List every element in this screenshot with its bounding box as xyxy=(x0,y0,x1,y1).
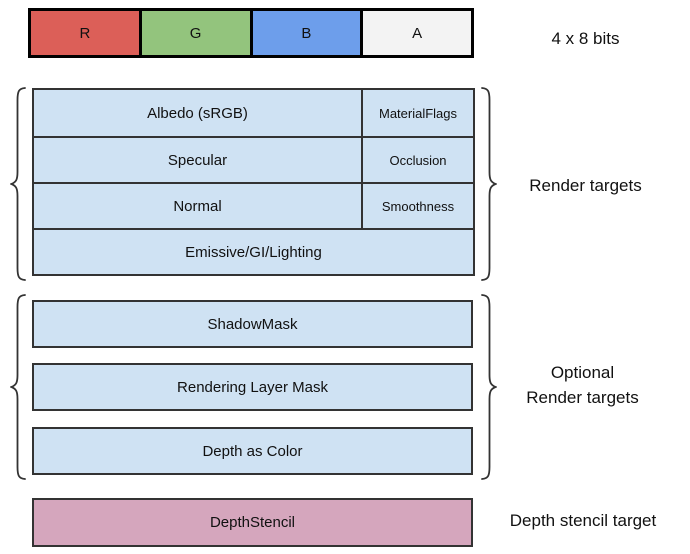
cell-normal: Normal xyxy=(173,197,222,215)
box-shadowmask: ShadowMask xyxy=(32,300,473,348)
cell-occlusion: Occlusion xyxy=(361,138,473,182)
optional-caption-line1: Optional xyxy=(550,363,615,382)
cell-materialflags: MaterialFlags xyxy=(361,90,473,136)
channel-cell-blue: B xyxy=(249,11,361,55)
box-depthstencil: DepthStencil xyxy=(32,498,473,547)
optional-targets-caption: Optional Render targets xyxy=(490,360,675,410)
table-row: Emissive/GI/Lighting xyxy=(34,228,473,274)
box-rendering-layer-mask: Rendering Layer Mask xyxy=(32,363,473,411)
cell-specular: Specular xyxy=(167,151,228,169)
cell-smoothness: Smoothness xyxy=(361,184,473,228)
render-targets-table: Albedo (sRGB) MaterialFlags Specular Occ… xyxy=(32,88,475,276)
rgba-bits-bar: R G B A xyxy=(28,8,474,58)
cell-albedo: Albedo (sRGB) xyxy=(147,104,248,122)
channel-cell-alpha: A xyxy=(360,11,471,55)
bits-caption: 4 x 8 bits xyxy=(551,29,620,48)
table-row: Specular Occlusion xyxy=(34,136,473,182)
table-row: Normal Smoothness xyxy=(34,182,473,228)
optional-caption-line2: Render targets xyxy=(526,388,639,407)
brace-left-render-targets xyxy=(10,87,26,281)
render-targets-caption: Render targets xyxy=(529,176,642,195)
channel-cell-green: G xyxy=(138,11,250,55)
channel-cell-red: R xyxy=(31,11,139,55)
brace-right-optional-targets xyxy=(481,294,497,480)
depth-stencil-caption: Depth stencil target xyxy=(509,511,657,530)
cell-emissive: Emissive/GI/Lighting xyxy=(185,243,322,261)
brace-left-optional-targets xyxy=(10,294,26,480)
table-row: Albedo (sRGB) MaterialFlags xyxy=(34,90,473,136)
brace-right-render-targets xyxy=(481,87,497,281)
box-depth-as-color: Depth as Color xyxy=(32,427,473,475)
